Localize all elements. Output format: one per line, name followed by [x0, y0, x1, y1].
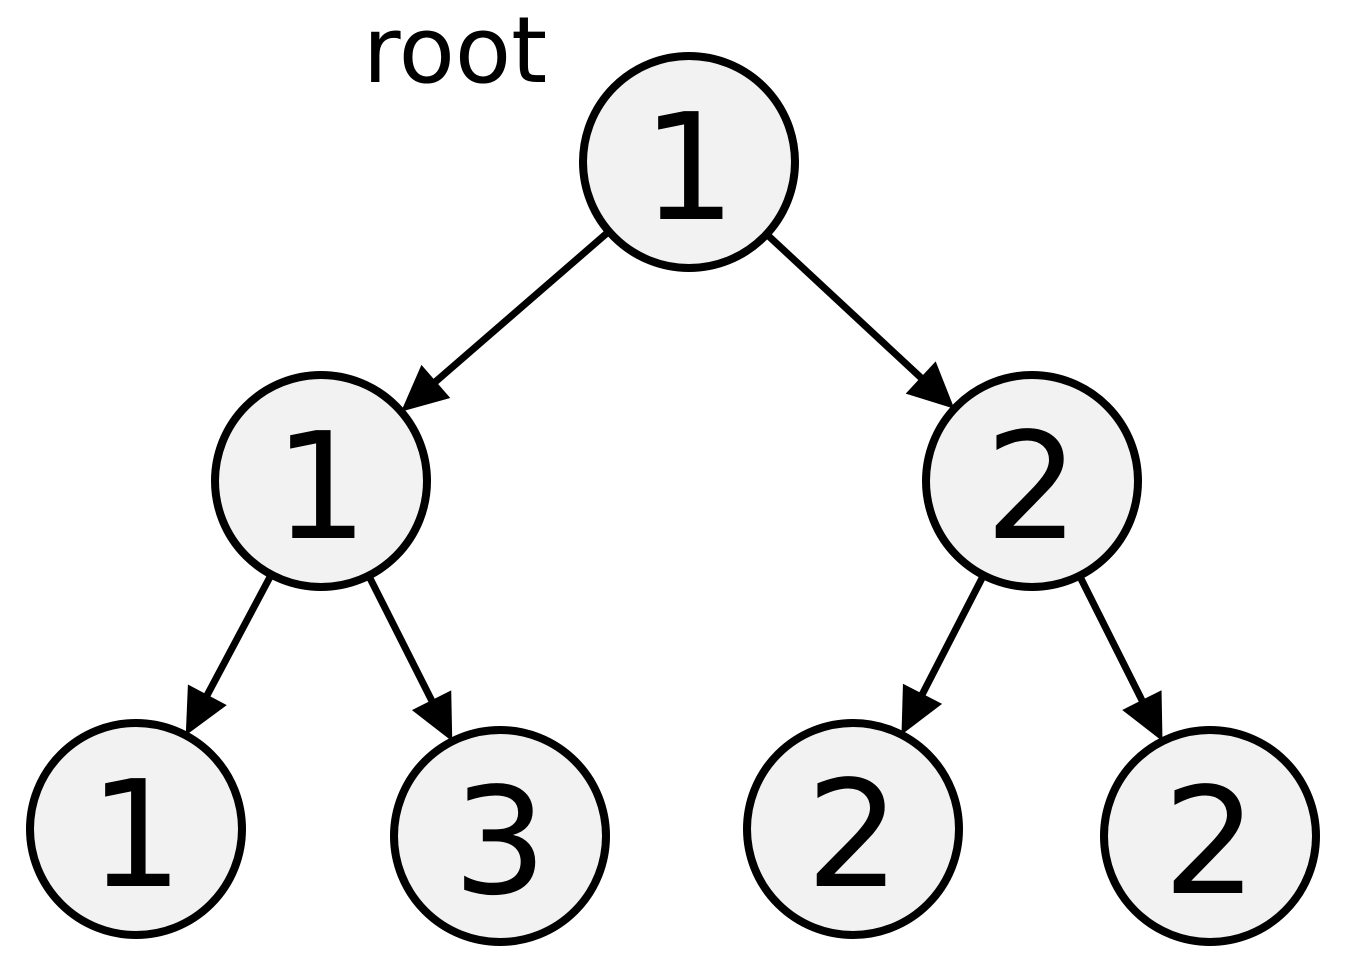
edge-arrow-n1-n3 — [185, 572, 275, 736]
tree-node-n2: 2 — [922, 371, 1142, 591]
node-circle — [1100, 726, 1320, 946]
edge-arrow-n2-n6 — [1076, 574, 1163, 742]
node-label: 1 — [89, 749, 183, 921]
node-circle — [922, 371, 1142, 591]
node-label: 1 — [274, 401, 368, 573]
node-label: 2 — [985, 401, 1079, 573]
arrowhead — [905, 361, 955, 409]
node-label: 2 — [806, 749, 900, 921]
edge-arrow-n1-n4 — [365, 574, 453, 742]
edge-line — [202, 572, 275, 700]
edge-arrow-n2-n5 — [901, 573, 987, 735]
edge-arrow-n0-n1 — [401, 228, 612, 412]
arrowhead — [401, 364, 451, 412]
edge-line — [365, 574, 437, 706]
tree-node-n4: 3 — [390, 726, 610, 946]
node-label: 3 — [453, 756, 547, 928]
edge-line — [1076, 574, 1147, 706]
edge-arrow-n0-n2 — [764, 231, 955, 409]
edge-line — [430, 228, 612, 387]
edges-layer — [185, 228, 1163, 742]
tree-node-n5: 2 — [743, 719, 963, 939]
root-caption: root — [363, 0, 547, 104]
node-circle — [390, 726, 610, 946]
tree-node-n0: 1 — [579, 52, 799, 272]
edge-line — [764, 231, 927, 383]
node-label: 1 — [642, 82, 736, 254]
tree-node-n1: 1 — [211, 371, 431, 591]
nodes-layer: 1 1 2 1 3 2 2 — [26, 52, 1320, 946]
arrowhead — [185, 684, 227, 736]
edge-line — [917, 573, 987, 699]
arrowhead — [411, 690, 453, 742]
node-circle — [26, 719, 246, 939]
node-circle — [579, 52, 799, 272]
tree-node-n6: 2 — [1100, 726, 1320, 946]
node-label: 2 — [1163, 756, 1257, 928]
node-circle — [211, 371, 431, 591]
arrowhead — [901, 683, 943, 735]
arrowhead — [1122, 690, 1163, 742]
tree-node-n3: 1 — [26, 719, 246, 939]
node-circle — [743, 719, 963, 939]
